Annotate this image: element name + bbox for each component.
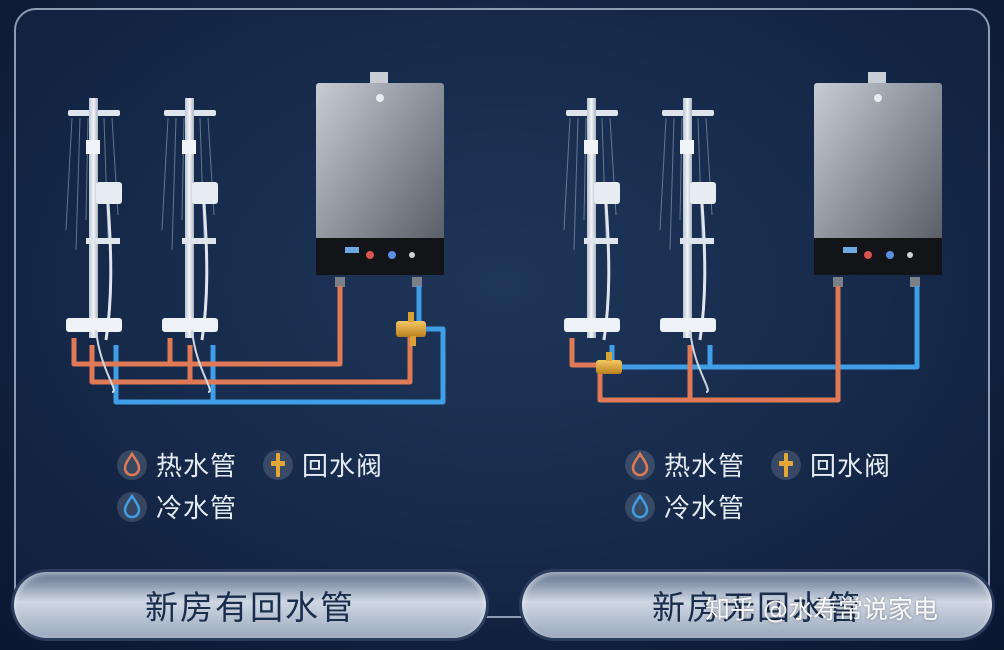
left-scene (65, 72, 446, 405)
shower-icon (161, 98, 218, 393)
valve-icon (263, 449, 293, 480)
caption-left-label: 新房有回水管 (145, 588, 355, 627)
hot-pipe-lines (71, 286, 413, 385)
legend-return-valve: 回水阀 (770, 446, 891, 483)
legend-cold-pipe: 冷水管 (624, 488, 745, 525)
shower-icon (65, 98, 122, 393)
shower-icon (563, 98, 620, 341)
shower-icon (659, 98, 716, 393)
legend-hot-pipe: 热水管 (116, 446, 237, 483)
legend-cold-pipe-label: 冷水管 (664, 494, 746, 524)
hot-pipe-lines (569, 286, 841, 403)
legend-return-valve: 回水阀 (262, 446, 383, 483)
legend-hot-pipe-label: 热水管 (156, 452, 238, 482)
return-valve (596, 352, 622, 374)
right-scene (563, 72, 942, 403)
valve-icon (771, 449, 801, 480)
caption-without-return-pipe: 新房无回水管 (522, 572, 992, 638)
hot-water-drop-icon (625, 449, 655, 480)
legend-return-valve-label: 回水阀 (302, 452, 384, 482)
water-heater-icon (316, 72, 444, 287)
caption-with-return-pipe: 新房有回水管 (14, 572, 486, 638)
hot-water-drop-icon (117, 449, 147, 480)
cold-water-drop-icon (625, 491, 655, 522)
legend-cold-pipe-label: 冷水管 (156, 494, 238, 524)
cold-pipe-lines (113, 286, 446, 405)
legend-return-valve-label: 回水阀 (810, 452, 892, 482)
return-valve (396, 312, 426, 346)
legend-hot-pipe-label: 热水管 (664, 452, 746, 482)
legend-hot-pipe: 热水管 (624, 446, 745, 483)
cold-pipe-lines (609, 286, 920, 370)
water-heater-icon (814, 72, 942, 287)
legend-cold-pipe: 冷水管 (116, 488, 237, 525)
caption-right-label: 新房无回水管 (652, 588, 862, 627)
watermark: 知乎 @水寿常说家电 (705, 595, 938, 624)
cold-water-drop-icon (117, 491, 147, 522)
